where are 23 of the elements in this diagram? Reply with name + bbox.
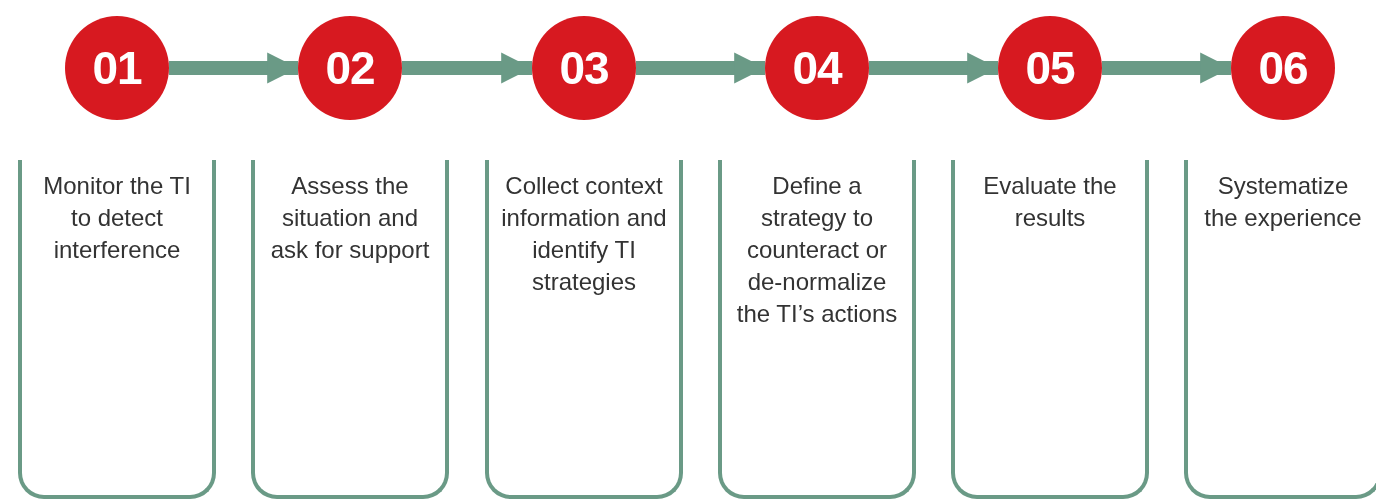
step-text: Define a strategy to counteract or de-normalize the TI’s actions [735,171,899,329]
arrow [869,52,998,84]
step-panel [1184,160,1376,499]
step-number-circle: 01 [65,16,169,120]
step-text: Monitor the TI to detect interference [42,171,192,265]
arrow [169,52,298,84]
step-panel [718,160,916,499]
step-text: Collect context information and identify TI strategies [501,171,667,297]
step-number-circle: 02 [298,16,402,120]
step-number-circle: 04 [765,16,869,120]
step-panel [485,160,683,499]
step-panel [951,160,1149,499]
arrow [1102,52,1231,84]
step-text: Systematize the experience [1203,171,1363,233]
step-panel [18,160,216,499]
step-text: Evaluate the results [982,171,1118,233]
step-panel [251,160,449,499]
step-number-circle: 03 [532,16,636,120]
arrow [402,52,532,84]
arrow [636,52,765,84]
step-text: Assess the situation and ask for support [269,171,431,265]
step-number-circle: 05 [998,16,1102,120]
step-number-circle: 06 [1231,16,1335,120]
